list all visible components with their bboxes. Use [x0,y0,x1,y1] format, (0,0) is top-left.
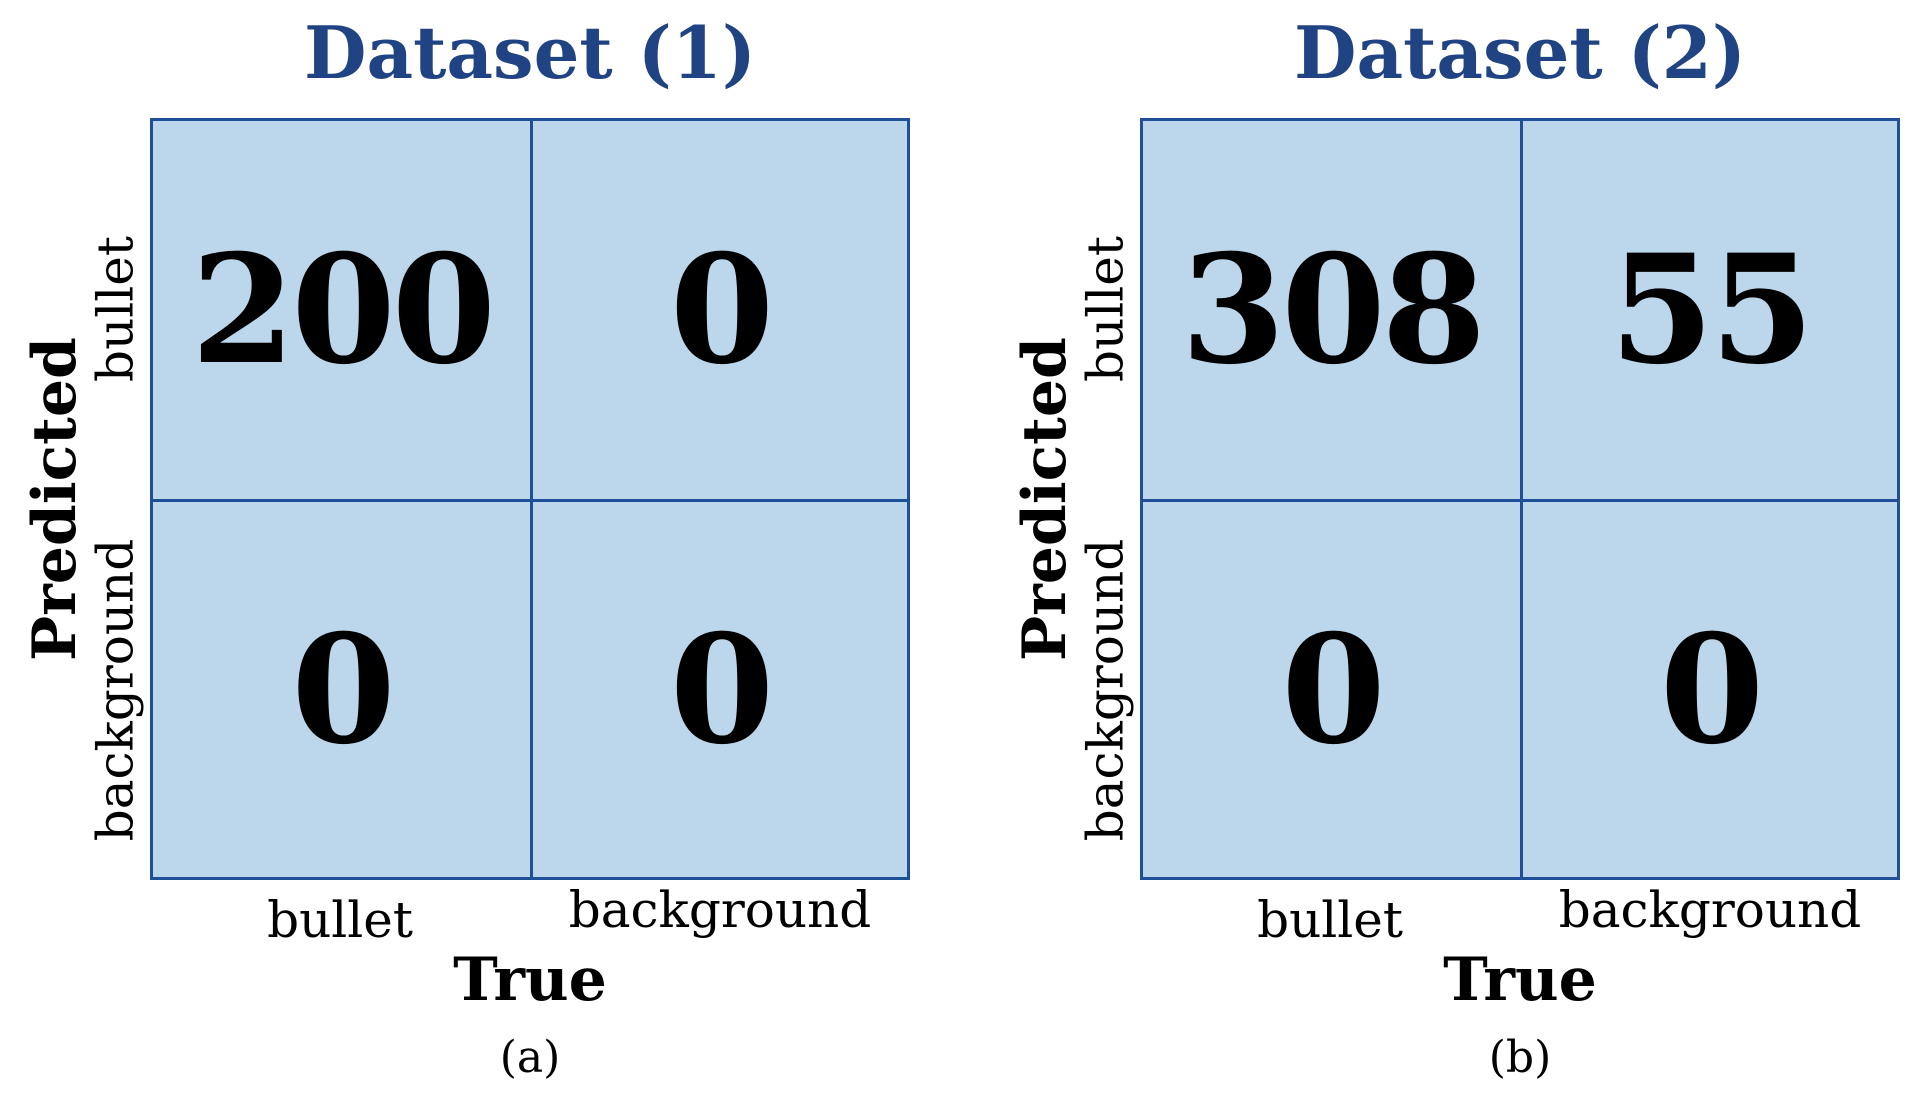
matrix-cell: 0 [153,499,530,877]
matrix-cell: 0 [1520,499,1897,877]
y-tick-label: background [1076,538,1135,842]
chart-title: Dataset (1) [304,10,756,95]
x-tick-label: background [568,881,872,939]
matrix-cell: 0 [530,499,907,877]
confusion-matrix: 308 55 0 0 [1140,118,1900,880]
x-tick-label: bullet [267,891,413,949]
y-tick-label: bullet [1076,236,1135,382]
matrix-cell: 0 [1143,499,1520,877]
confusion-matrix-panel-b: Dataset (2) Predicted bullet background … [990,0,1919,1104]
matrix-cell: 55 [1520,121,1897,499]
panel-caption: (b) [1488,1032,1552,1083]
x-tick-label: bullet [1257,891,1403,949]
y-axis-label: Predicted [20,336,90,662]
chart-title: Dataset (2) [1294,10,1746,95]
matrix-cell: 0 [530,121,907,499]
y-axis-label: Predicted [1010,336,1080,662]
x-axis-label: True [453,945,607,1015]
confusion-matrix-panel-a: Dataset (1) Predicted bullet background … [20,10,910,1083]
x-axis-label: True [1443,945,1597,1015]
y-tick-label: background [86,538,145,842]
matrix-cell: 308 [1143,121,1520,499]
panel-caption: (a) [499,1032,561,1083]
confusion-matrix: 200 0 0 0 [150,118,910,880]
matrix-cell: 200 [153,121,530,499]
x-tick-label: background [1558,881,1862,939]
y-tick-label: bullet [86,236,145,382]
